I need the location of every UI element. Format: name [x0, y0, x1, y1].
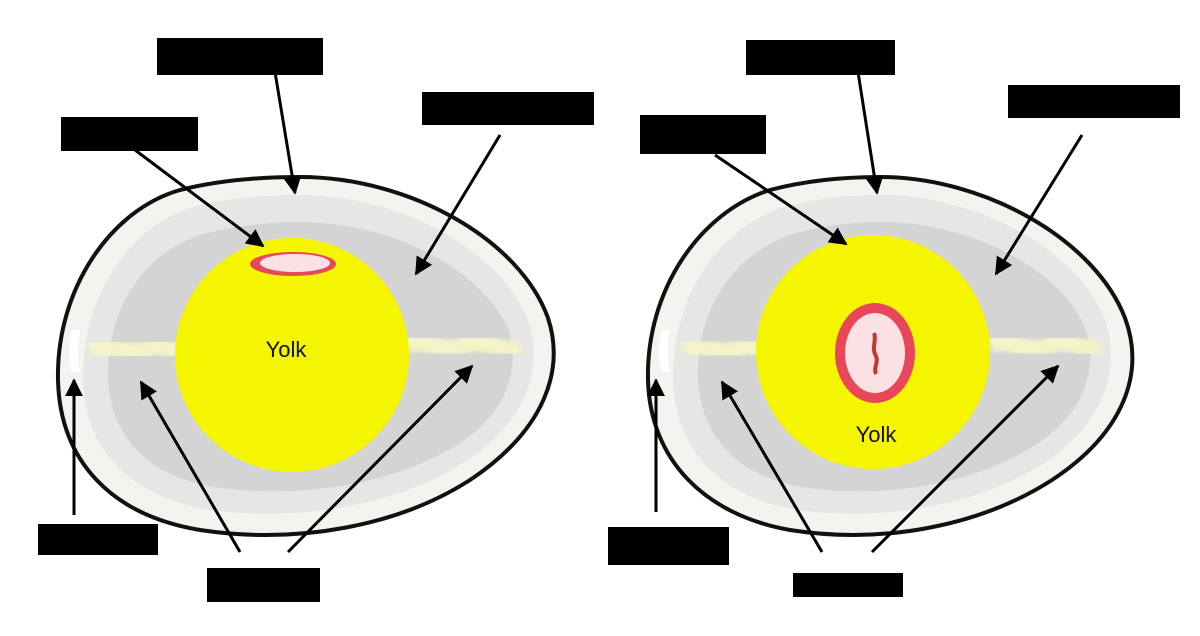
right-yolk-label: Yolk — [856, 422, 898, 447]
right-label-box-upper-left — [640, 115, 766, 154]
left-label-box-upper-right — [422, 92, 594, 125]
right-label-box-lower-left — [608, 527, 729, 565]
left-chalaza-left — [90, 346, 180, 353]
left-label-box-top — [157, 38, 323, 75]
right-label-box-upper-right — [1008, 85, 1180, 118]
left-label-box-upper-left — [61, 117, 198, 151]
left-blastodisc-center — [260, 254, 330, 272]
left-label-box-bottom — [207, 568, 320, 602]
right-label-box-top — [746, 40, 895, 75]
right-label-box-bottom — [793, 573, 903, 597]
left-yolk-label: Yolk — [266, 337, 308, 362]
left-egg: Yolk — [58, 177, 554, 535]
right-chalaza-right — [990, 342, 1100, 349]
right-chalaza-left — [685, 345, 762, 352]
right-primitive-streak — [874, 333, 877, 374]
right-egg: Yolk — [648, 177, 1132, 535]
left-arrow-shell — [275, 72, 295, 193]
right-arrow-shell — [858, 72, 877, 193]
left-label-box-lower-left — [38, 524, 158, 555]
left-chalaza-right — [405, 342, 520, 349]
